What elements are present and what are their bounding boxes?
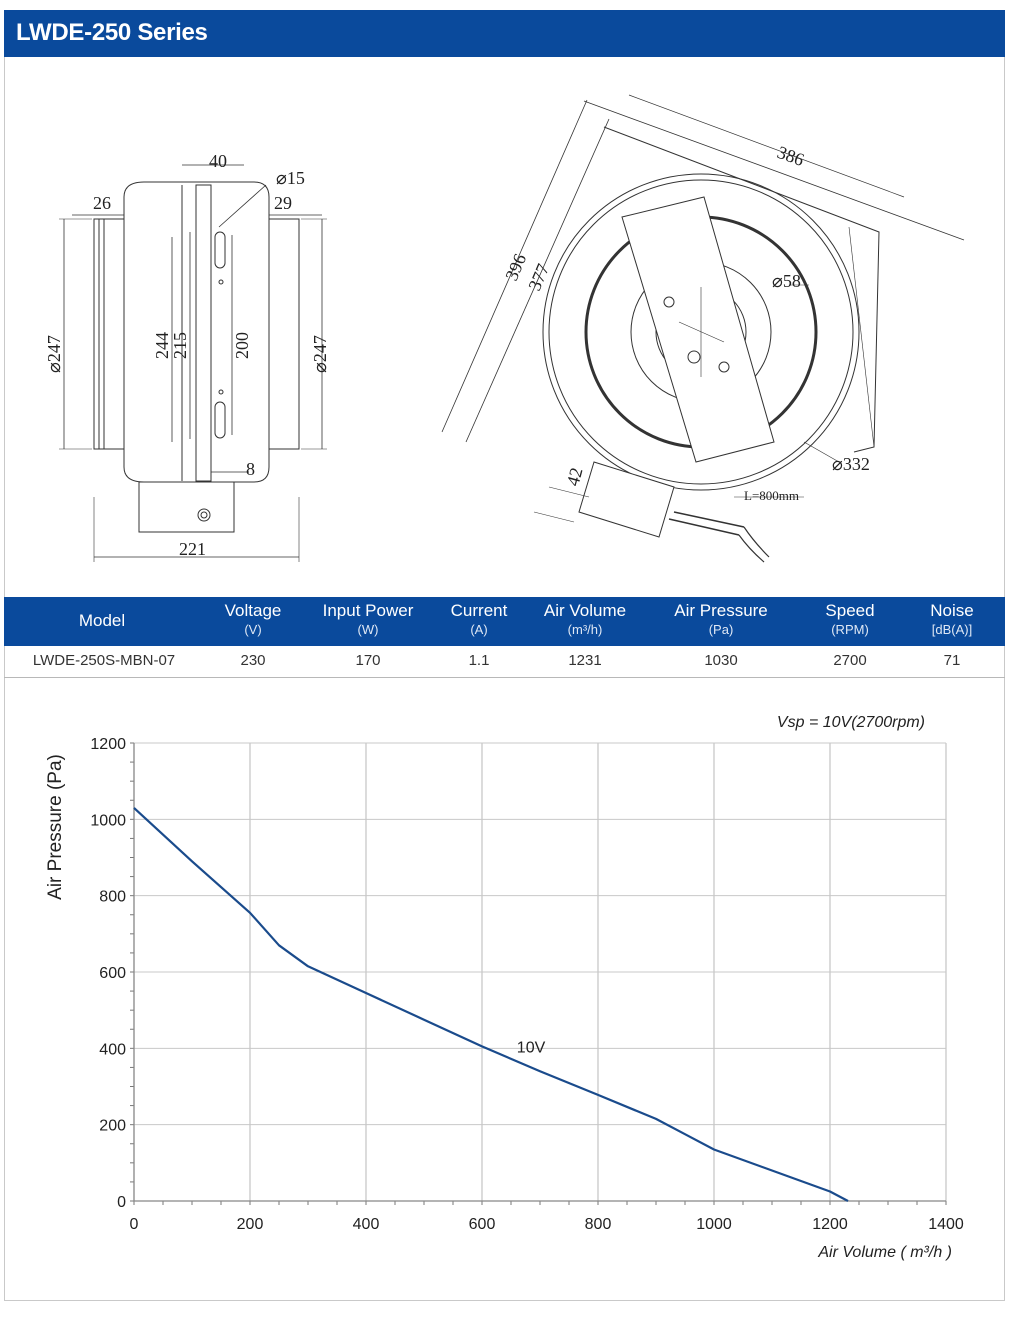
dim-top-width: 40 [209, 151, 227, 171]
dim-hole: ⌀15 [276, 168, 305, 188]
slot-bottom [214, 401, 226, 439]
x-tick-label: 200 [237, 1216, 264, 1233]
y-tick-label: 1200 [90, 736, 126, 753]
col-voltage: Voltage (V) [224, 601, 282, 637]
axes: 0 200 400 600 800 1000 1200 1400 0 200 400 600 800 10… [90, 736, 963, 1233]
series: 10V [133, 807, 849, 1202]
grid [133, 742, 947, 1202]
spec-table-header: Model Voltage (V) Input Power (W) Curren… [4, 597, 1005, 646]
col-model: Model [78, 611, 126, 630]
side-body-outline [123, 181, 270, 483]
dim-396: 396 [501, 251, 530, 284]
cell-current: 1.1 [468, 652, 490, 669]
x-tick-label: 400 [353, 1216, 380, 1233]
cell-input-power: 170 [355, 652, 381, 669]
cable-gland [197, 508, 211, 522]
right-collar [268, 218, 300, 450]
cell-voltage: 230 [240, 652, 266, 669]
cell-model: LWDE-250S-MBN-07 [32, 652, 176, 669]
technical-drawing: 40 26 ⌀15 29 ⌀247 244 215 200 ⌀247 8 221 [4, 57, 1005, 597]
spec-table: Model Voltage (V) Input Power (W) Curren… [4, 597, 1005, 679]
x-tick-label: 1000 [696, 1216, 732, 1233]
x-tick-label: 0 [130, 1216, 139, 1233]
dim-outer-332: ⌀332 [832, 454, 870, 474]
col-air-pressure: Air Pressure (Pa) [674, 601, 768, 637]
diagonal-strap [621, 196, 775, 463]
dim-overall-length: 221 [179, 539, 206, 559]
side-view [59, 164, 327, 562]
dim-inner-215: 215 [170, 332, 190, 359]
front-view [441, 94, 965, 563]
y-tick-label: 200 [99, 1118, 126, 1135]
dim-hub-58: ⌀58 [772, 271, 801, 291]
cell-speed: 2700 [833, 652, 867, 669]
dim-bracket-386: 386 [775, 142, 807, 170]
title-bar: LWDE-250 Series [4, 10, 1005, 57]
dim-left-diameter: ⌀247 [44, 335, 64, 373]
y-tick-label: 600 [99, 965, 126, 982]
dim-inner-244: 244 [152, 332, 172, 359]
x-tick-label: 800 [585, 1216, 612, 1233]
dim-right-collar: 29 [274, 193, 292, 213]
y-tick-label: 400 [99, 1041, 126, 1058]
cell-air-volume: 1231 [568, 652, 602, 669]
front-junction-box [578, 461, 675, 538]
dim-small-8: 8 [246, 459, 255, 479]
left-collar [93, 218, 125, 450]
cable [743, 526, 770, 558]
x-tick-label: 1400 [928, 1216, 964, 1233]
performance-chart: 0 200 400 600 800 1000 1200 1400 0 200 400 600 800 10… [4, 690, 1005, 1290]
drawing-svg: 40 26 ⌀15 29 ⌀247 244 215 200 ⌀247 8 221 [44, 94, 965, 563]
y-tick-label: 800 [99, 889, 126, 906]
junction-box [138, 481, 235, 533]
page-frame [4, 10, 1005, 1301]
cell-air-pressure: 1030 [704, 652, 738, 669]
y-axis-label: Air Pressure (Pa) [45, 754, 66, 900]
series-label: 10V [517, 1039, 546, 1056]
series-line-10v [133, 807, 849, 1202]
slot-top [214, 231, 226, 269]
x-tick-label: 600 [469, 1216, 496, 1233]
col-current: Current (A) [450, 601, 508, 637]
dim-box-42: 42 [563, 465, 587, 488]
y-tick-label: 1000 [90, 812, 126, 829]
col-air-volume: Air Volume (m³/h) [543, 601, 627, 637]
housing-outer [542, 173, 860, 491]
cell-noise: 71 [943, 652, 961, 669]
x-tick-label: 1200 [812, 1216, 848, 1233]
table-row: LWDE-250S-MBN-07 230 170 1.1 1231 1030 2… [4, 646, 1005, 678]
series-title: LWDE-250 Series [16, 19, 208, 46]
dim-left-collar: 26 [93, 193, 111, 213]
dim-right-diameter: ⌀247 [310, 335, 330, 373]
col-speed: Speed (RPM) [825, 601, 875, 637]
chart-svg: 0 200 400 600 800 1000 1200 1400 0 200 400 600 800 10… [45, 714, 964, 1261]
x-axis-label: Air Volume ( m³/h ) [817, 1244, 952, 1261]
col-input-power: Input Power (W) [322, 601, 414, 637]
y-tick-label: 0 [117, 1194, 126, 1211]
cable-length: L=800mm [744, 488, 799, 503]
col-noise: Noise [dB(A)] [930, 601, 974, 637]
mounting-plate [195, 184, 212, 482]
chart-annotation: Vsp = 10V(2700rpm) [777, 714, 925, 731]
dim-inner-200: 200 [232, 332, 252, 359]
